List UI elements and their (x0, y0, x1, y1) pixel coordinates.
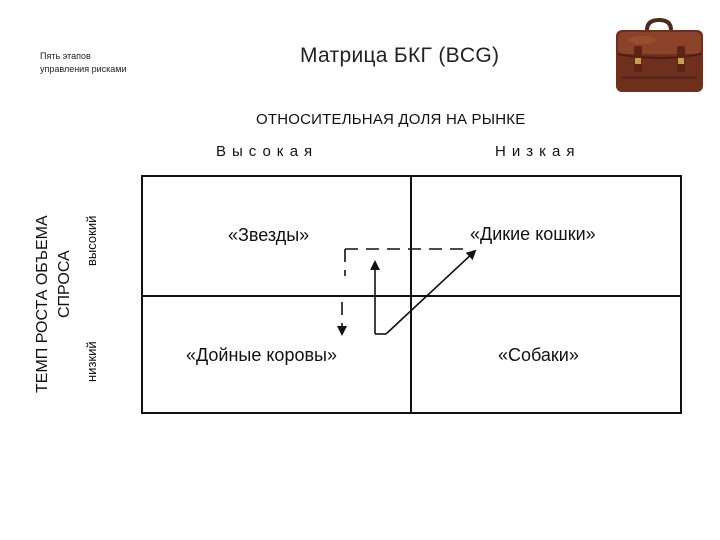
x-axis-high-label: Высокая (216, 143, 318, 160)
y-axis-low-label: низкий (84, 341, 99, 382)
cell-wild-cats: «Дикие кошки» (470, 224, 596, 245)
cell-stars: «Звезды» (228, 225, 309, 246)
cell-cash-cows: «Дойные коровы» (186, 345, 337, 366)
x-axis-title: ОТНОСИТЕЛЬНАЯ ДОЛЯ НА РЫНКЕ (256, 111, 525, 128)
y-axis-title-line-1: ТЕМП РОСТА ОБЪЕМА (34, 215, 52, 393)
y-axis-title-line-2: СПРОСА (56, 250, 74, 318)
solid-arrow-diagonal (386, 251, 475, 334)
y-axis-high-label: высокий (84, 216, 99, 266)
cell-dogs: «Собаки» (498, 345, 579, 366)
x-axis-low-label: Низкая (495, 143, 580, 160)
